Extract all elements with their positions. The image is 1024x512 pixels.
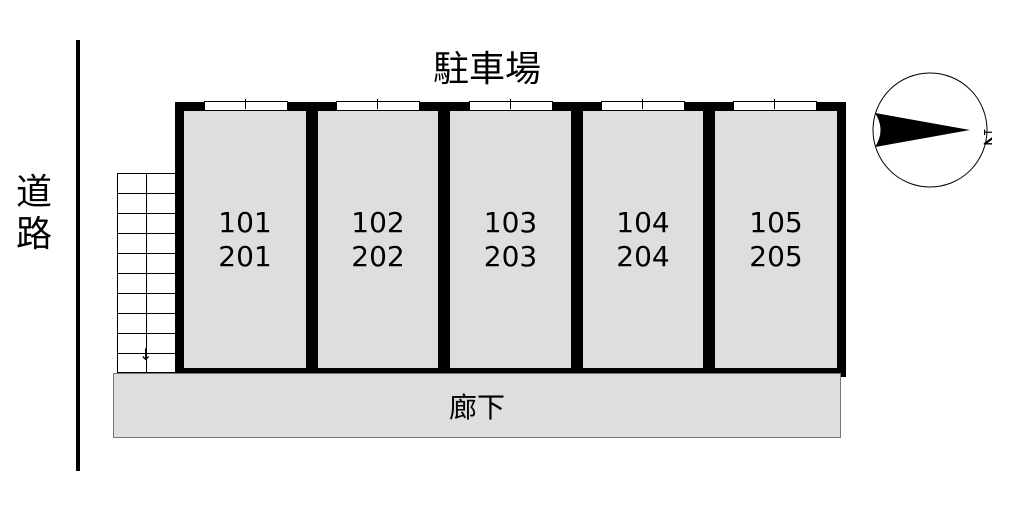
- unit-first-floor: 102: [351, 205, 405, 239]
- unit-first-floor: 105: [749, 205, 803, 239]
- unit-103-203[interactable]: 103 203: [450, 111, 571, 368]
- stairs-down-arrow-icon: ↓: [139, 345, 153, 364]
- window: [733, 99, 817, 111]
- unit-second-floor: 202: [351, 239, 405, 273]
- unit-first-floor: 103: [483, 205, 538, 239]
- unit-second-floor: 203: [483, 239, 538, 273]
- window: [204, 99, 288, 111]
- unit-102-202[interactable]: 102 202: [318, 111, 438, 368]
- corridor: 廊下: [113, 373, 841, 438]
- road-line: [76, 40, 80, 471]
- road-label: 道路: [15, 172, 52, 255]
- unit-second-floor: 204: [616, 239, 670, 273]
- parking-label: 駐車場: [432, 49, 541, 90]
- window: [601, 99, 685, 111]
- corridor-label: 廊下: [448, 390, 505, 424]
- unit-first-floor: 104: [616, 205, 670, 239]
- building: 101 201 102 202 103 203 104 204 105 205: [175, 102, 846, 377]
- compass-icon: N: [872, 72, 992, 188]
- unit-second-floor: 205: [749, 239, 803, 273]
- unit-101-201[interactable]: 101 201: [184, 111, 306, 368]
- unit-first-floor: 101: [218, 205, 272, 239]
- unit-104-204[interactable]: 104 204: [583, 111, 703, 368]
- window: [469, 99, 553, 111]
- unit-second-floor: 201: [218, 239, 272, 273]
- stairs: [117, 173, 175, 373]
- compass-north-label: N: [978, 128, 992, 147]
- window: [336, 99, 420, 111]
- unit-105-205[interactable]: 105 205: [715, 111, 837, 368]
